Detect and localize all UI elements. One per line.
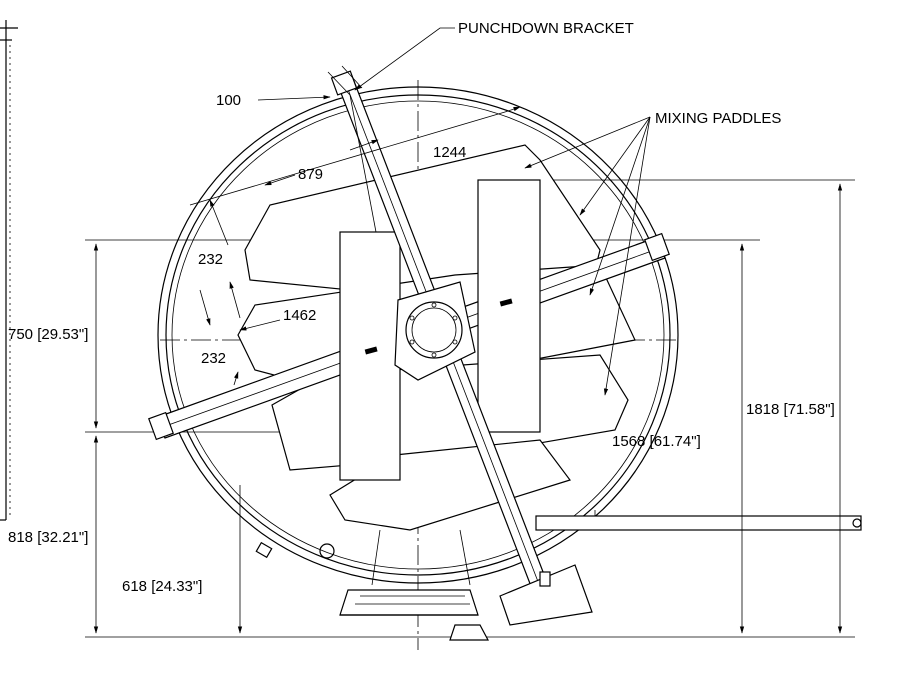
dim-1244: 1244 bbox=[433, 144, 466, 161]
dim-1568: 1568 [61.74"] bbox=[612, 433, 701, 450]
mixing-paddles-label: MIXING PADDLES bbox=[655, 110, 781, 127]
punchdown-motor bbox=[499, 564, 593, 626]
paddle-plate bbox=[339, 231, 401, 481]
dim-100: 100 bbox=[216, 92, 241, 109]
side-view-fragment bbox=[0, 20, 18, 521]
dim-879: 879 bbox=[298, 166, 323, 183]
dim-232-bottom: 232 bbox=[201, 350, 226, 367]
punchdown-bracket-label: PUNCHDOWN BRACKET bbox=[458, 20, 634, 37]
dim-618: 618 [24.33"] bbox=[122, 578, 202, 595]
dim-818: 818 [32.21"] bbox=[8, 529, 88, 546]
shell-fittings bbox=[255, 541, 335, 559]
support-bar bbox=[535, 510, 862, 531]
dim-750: 750 [29.53"] bbox=[8, 326, 88, 343]
dim-1818: 1818 [71.58"] bbox=[746, 401, 835, 418]
dim-1462: 1462 bbox=[283, 307, 316, 324]
hub bbox=[394, 281, 476, 381]
dimension-lines bbox=[93, 65, 843, 634]
base-stand bbox=[339, 529, 489, 641]
callout-leaders bbox=[354, 27, 651, 396]
dim-232-top: 232 bbox=[198, 251, 223, 268]
paddle-plates bbox=[339, 179, 541, 481]
paddle-plate bbox=[477, 179, 541, 433]
